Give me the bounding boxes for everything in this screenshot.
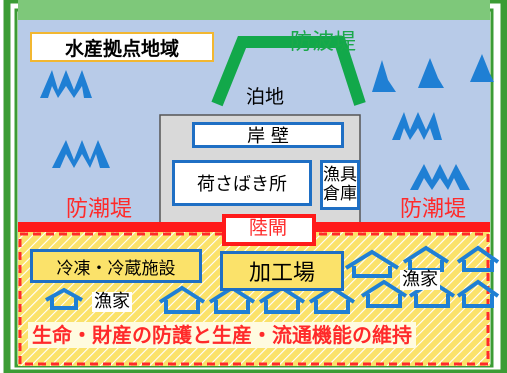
- land-gate-box: [222, 214, 316, 246]
- map-title: 水産拠点地域: [30, 32, 214, 62]
- anchorage-label: 泊地: [246, 86, 285, 108]
- house-icon: [456, 245, 500, 272]
- wave-icon: [372, 54, 494, 92]
- gear-store-label: 漁具 倉庫: [323, 165, 357, 204]
- quay-label: 岸 壁: [247, 126, 289, 147]
- house-icon: [344, 249, 400, 278]
- top-green-band: [18, 0, 490, 20]
- market-label: 荷さばき所: [197, 174, 287, 195]
- house-icon: [45, 287, 83, 310]
- land-gate-label: 陸閘: [249, 217, 288, 239]
- gear-store-box: 漁具 倉庫: [320, 160, 360, 210]
- bottom-caption: 生命・財産の防護と生産・流通機能の維持: [28, 322, 416, 348]
- fisher-house-label-right: 漁家: [400, 269, 440, 290]
- wave-icon: [392, 112, 442, 140]
- market-box: 荷さばき所: [172, 160, 312, 206]
- wave-group: [40, 54, 494, 190]
- seawall-right-label: 防潮堤: [400, 197, 467, 222]
- cold-storage-box: 冷凍・冷蔵施設: [30, 249, 202, 283]
- fisher-house-label-left: 漁家: [92, 291, 132, 312]
- seawall-left-label: 防潮堤: [66, 197, 133, 222]
- house-icon: [456, 279, 500, 308]
- wave-icon: [40, 70, 92, 98]
- wave-icon: [410, 164, 470, 190]
- breakwater: [211, 36, 366, 107]
- house-group: [45, 245, 500, 314]
- quay-box: 岸 壁: [192, 122, 344, 148]
- house-icon: [360, 279, 408, 308]
- outer-border: [3, 0, 507, 373]
- processing-label: 加工場: [248, 261, 315, 286]
- wave-icon: [52, 140, 110, 168]
- cold-storage-label: 冷凍・冷蔵施設: [56, 258, 176, 279]
- processing-box: 加工場: [220, 251, 344, 291]
- house-icon: [158, 285, 206, 314]
- breakwater-label: 防波堤: [290, 30, 357, 55]
